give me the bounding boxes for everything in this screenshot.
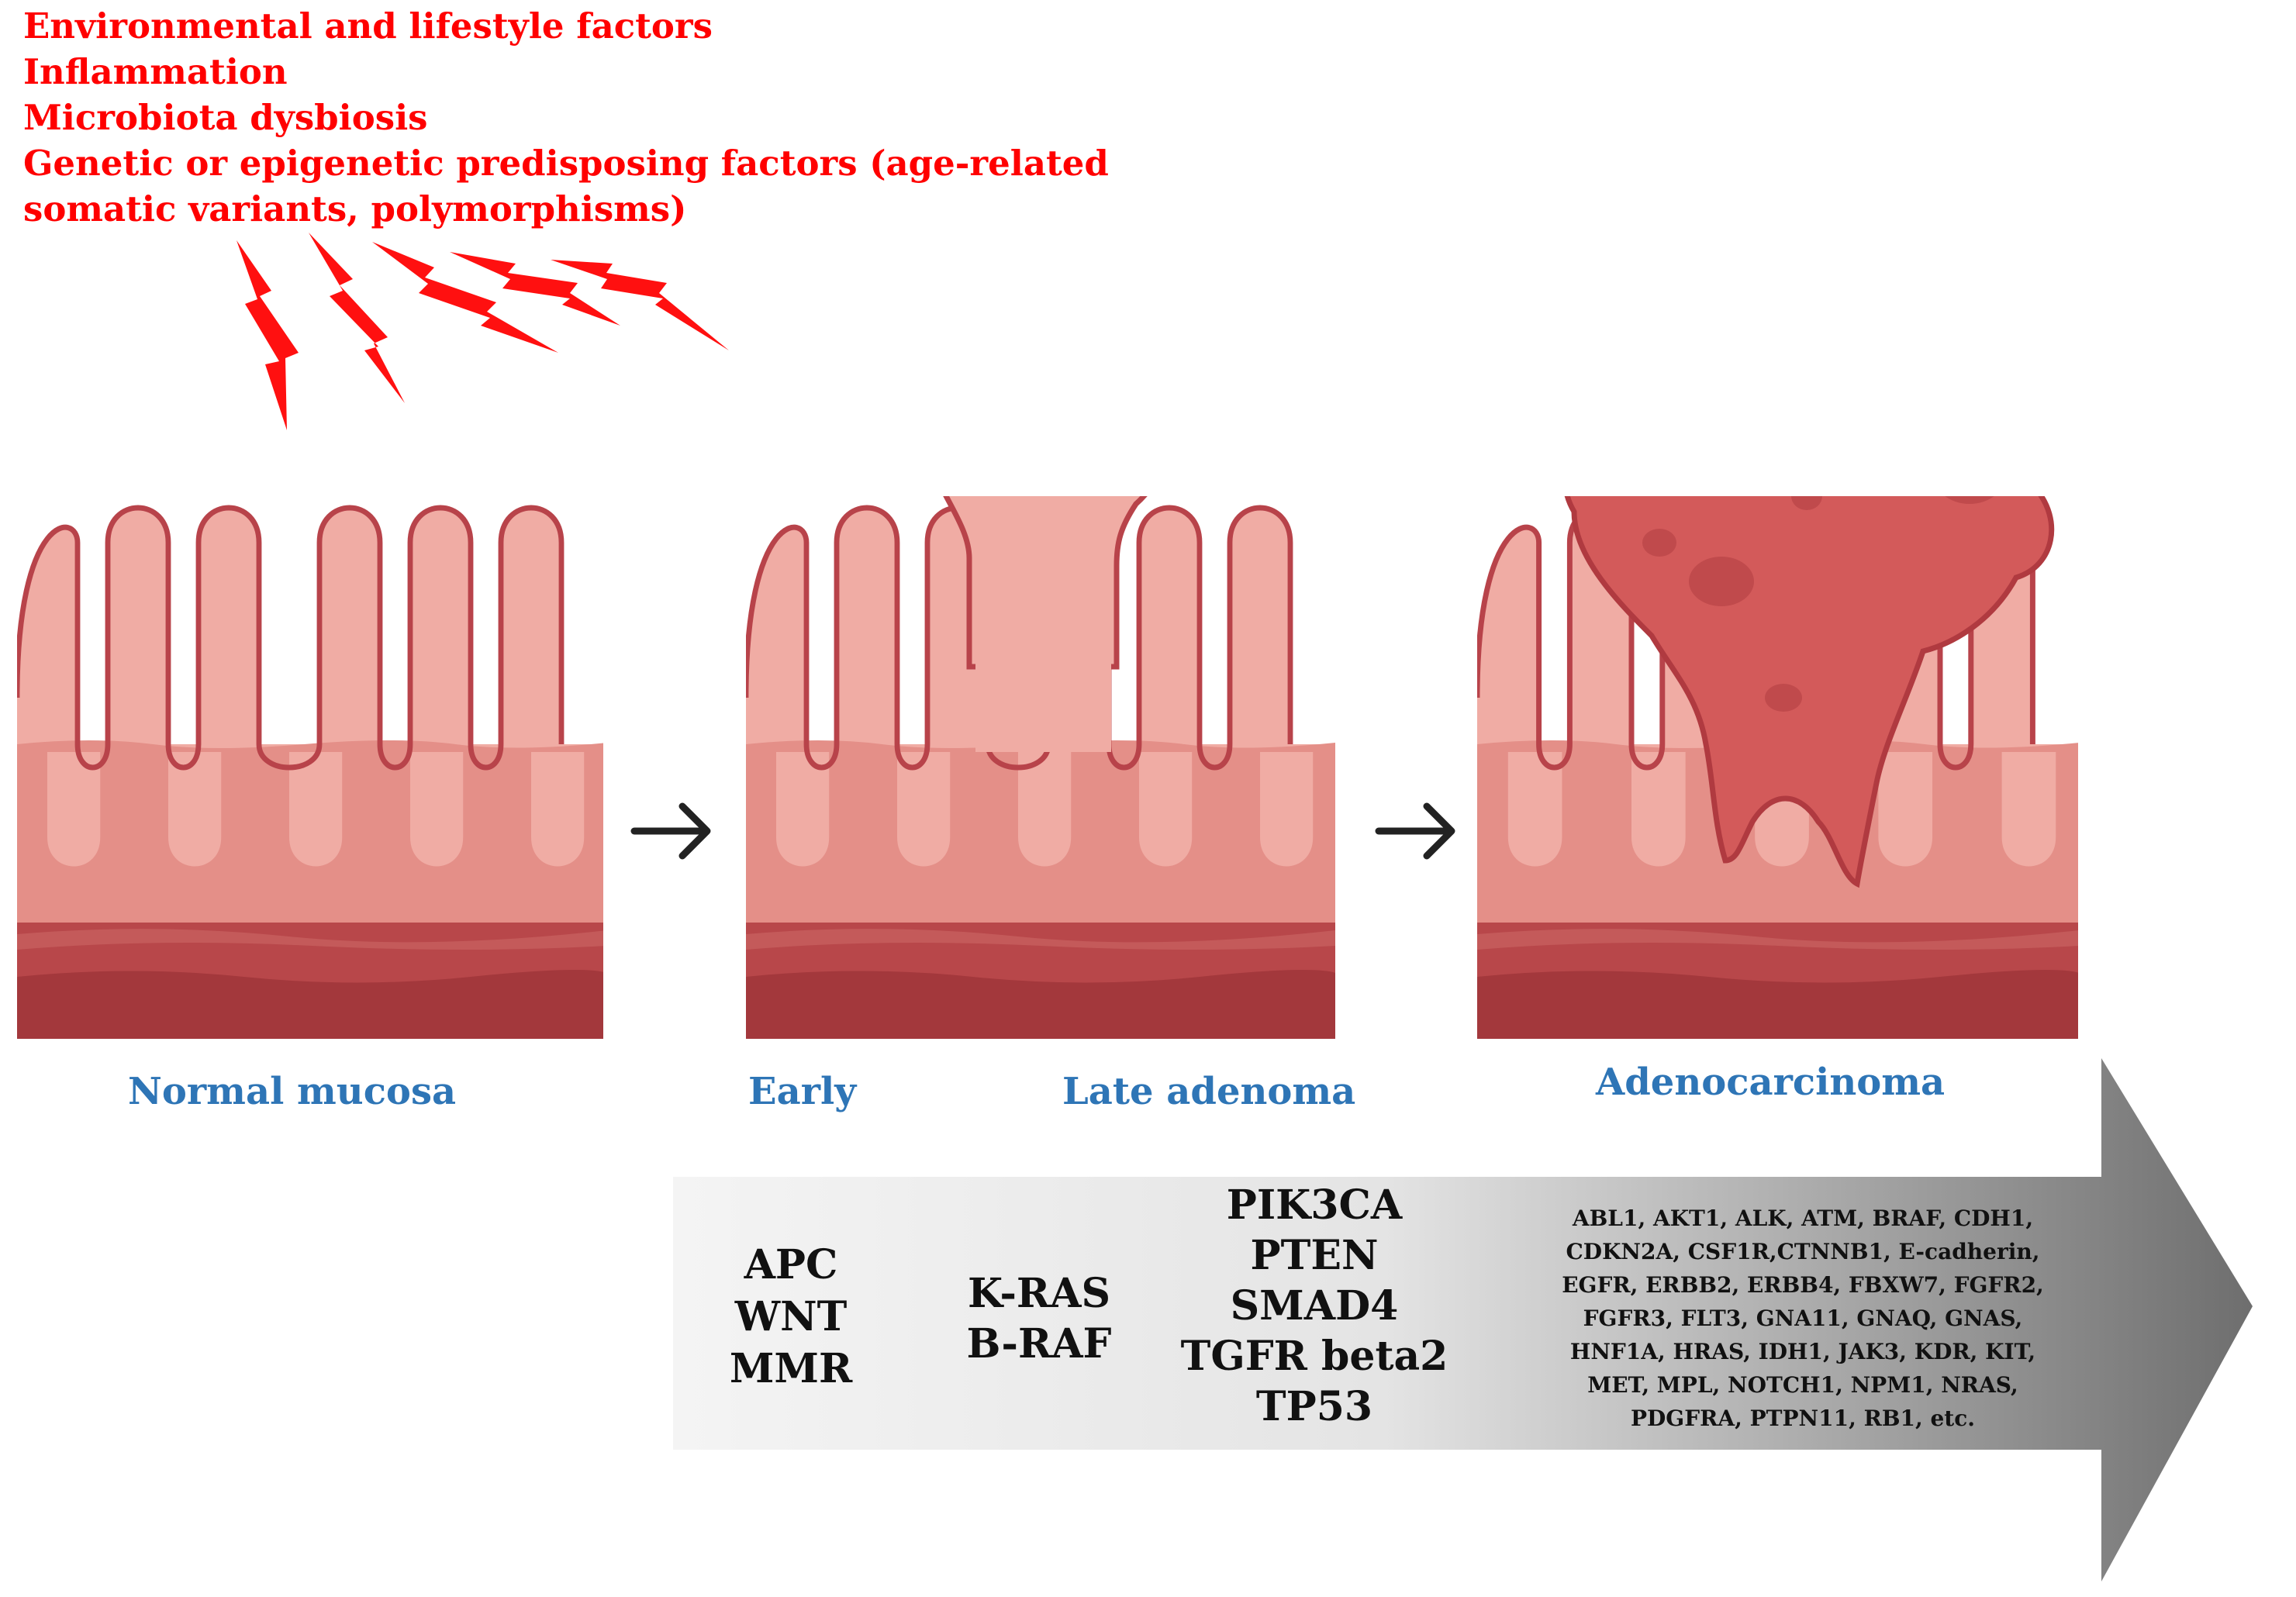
risk-factor-item: Microbiota dysbiosis xyxy=(23,97,428,138)
stage-label-early: Early xyxy=(748,1070,857,1113)
arrow-right-icon xyxy=(630,802,711,860)
lightning-bolt-icon xyxy=(309,233,405,403)
gene-list-line: ABL1, AKT1, ALK, ATM, BRAF, CDH1, xyxy=(1572,1206,2034,1231)
gene-name: WNT xyxy=(734,1293,848,1340)
stage-label-late-adenoma: Late adenoma xyxy=(1062,1070,1356,1113)
stage-arrows xyxy=(630,802,1455,860)
gene-name: B-RAF xyxy=(966,1320,1112,1368)
lightning-bolts xyxy=(237,233,729,430)
gene-group-carcinoma: ABL1, AKT1, ALK, ATM, BRAF, CDH1, CDKN2A… xyxy=(1481,1202,2125,1435)
gene-list-line: CDKN2A, CSF1R,CTNNB1, E-cadherin, xyxy=(1566,1239,2040,1264)
gene-name: APC xyxy=(744,1241,838,1288)
gene-list-line: EGFR, ERBB2, ERBB4, FBXW7, FGFR2, xyxy=(1562,1272,2044,1298)
gene-name: TP53 xyxy=(1255,1383,1373,1430)
gene-group-early: APC WNT MMR xyxy=(698,1239,884,1395)
lightning-bolt-icon xyxy=(450,252,620,326)
lightning-bolt-icon xyxy=(237,240,299,430)
gene-group-adenoma: K-RAS B-RAF xyxy=(938,1268,1140,1369)
risk-factor-item: Environmental and lifestyle factors xyxy=(23,5,713,47)
gene-name: TGFR beta2 xyxy=(1180,1333,1448,1380)
gene-name: PIK3CA xyxy=(1226,1181,1403,1229)
gene-list-line: PDGFRA, PTPN11, RB1, etc. xyxy=(1630,1406,1976,1431)
stage-label-adenocarcinoma: Adenocarcinoma xyxy=(1596,1061,1946,1104)
gene-name: MMR xyxy=(729,1345,853,1392)
gene-name: PTEN xyxy=(1250,1232,1379,1279)
gene-list-line: FGFR3, FLT3, GNA11, GNAQ, GNAS, xyxy=(1583,1306,2023,1331)
gene-group-late-adenoma: PIK3CA PTEN SMAD4 TGFR beta2 TP53 xyxy=(1148,1180,1481,1432)
normal-mucosa-illustration xyxy=(17,508,607,1093)
adenoma-illustration xyxy=(746,496,1336,1093)
arrow-right-icon xyxy=(1375,802,1455,860)
stage-label-normal: Normal mucosa xyxy=(128,1070,457,1113)
gene-list-line: MET, MPL, NOTCH1, NPM1, NRAS, xyxy=(1587,1372,2018,1398)
gene-list-line: HNF1A, HRAS, IDH1, JAK3, KDR, KIT, xyxy=(1569,1339,2036,1364)
risk-factors-list: Environmental and lifestyle factors Infl… xyxy=(23,3,1148,232)
risk-factor-item: Genetic or epigenetic predisposing facto… xyxy=(23,143,1109,184)
risk-factor-item: somatic variants, polymorphisms) xyxy=(23,188,687,229)
lightning-bolt-icon xyxy=(372,242,558,353)
gene-name: K-RAS xyxy=(967,1270,1111,1317)
progression-arrow xyxy=(673,1058,2253,1581)
gene-name: SMAD4 xyxy=(1230,1282,1399,1330)
risk-factor-item: Inflammation xyxy=(23,51,288,92)
adenocarcinoma-illustration xyxy=(1477,496,2079,1093)
